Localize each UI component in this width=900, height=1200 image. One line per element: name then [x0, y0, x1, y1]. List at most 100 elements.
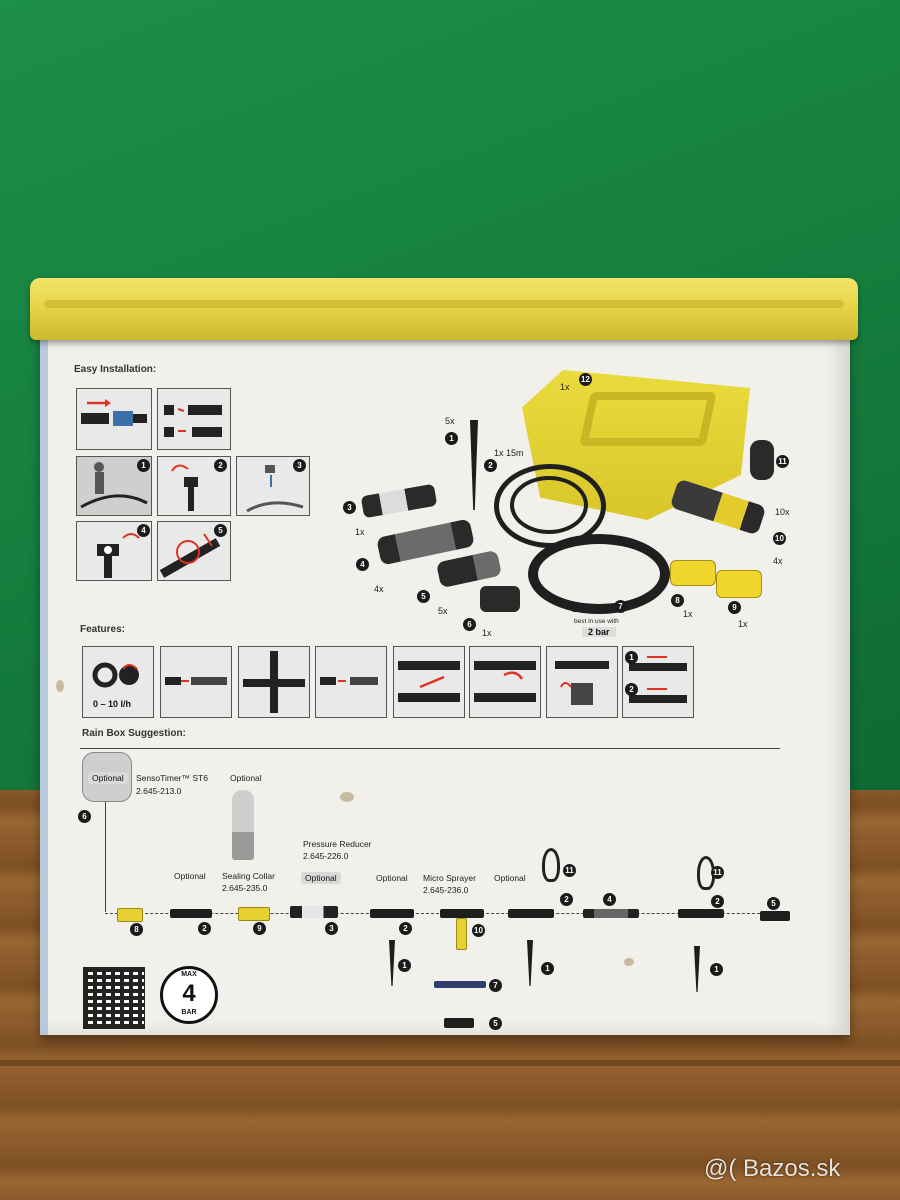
feature-connector-panel	[160, 646, 232, 718]
step-badge: 5	[214, 524, 227, 537]
feature-flow-rate-panel: 0 – 10 l/h	[82, 646, 154, 718]
diagram-badge-9: 9	[253, 922, 266, 935]
sealing-collar-label: Sealing Collar	[222, 871, 275, 881]
step-badge: 1	[137, 459, 150, 472]
diagram-spike-1c	[694, 946, 700, 992]
micro-sprayer-code: 2.645-236.0	[423, 885, 469, 895]
diagram-spike-1a	[389, 940, 395, 986]
sealing-collar-part	[670, 560, 716, 586]
easy-installation-heading: Easy Installation:	[74, 364, 157, 375]
drip-hose-coil-inner	[510, 476, 588, 534]
features-heading: Features:	[80, 624, 126, 635]
sprayer-insert-icon	[398, 661, 460, 702]
micro-sprayer-label: Micro Sprayer	[423, 873, 476, 883]
part-3-qty: 1x	[355, 527, 365, 537]
diagram-connector-2c	[508, 909, 554, 918]
lid-rim	[44, 300, 844, 308]
opt-label-3: Optional	[494, 873, 526, 883]
diagram-badge-4: 4	[603, 893, 616, 906]
qr-code[interactable]	[83, 967, 145, 1029]
diagram-sealing-collar-8	[117, 908, 143, 922]
tap-adapter-part	[480, 586, 520, 612]
diagram-tee-stem	[456, 918, 467, 950]
diagram-end-cap-5a	[444, 1018, 474, 1028]
optional-spike-device	[232, 790, 254, 860]
part-10-qty: 4x	[773, 556, 783, 566]
install-step-connect-panel	[76, 388, 152, 450]
diagram-badge-10: 10	[472, 924, 485, 937]
diagram-pressure-reducer-3	[290, 906, 338, 918]
part-8-qty: 1x	[683, 609, 693, 619]
hose-mount-icon	[555, 661, 609, 705]
senso-timer-name: SensoTimer™ ST6	[136, 773, 208, 783]
step-badge: 2	[214, 459, 227, 472]
diagram-badge-6: 6	[78, 810, 91, 823]
timer-optional-label: Optional	[88, 772, 128, 784]
part-7-badge: 7	[614, 600, 627, 613]
diagram-connector-2a	[170, 909, 212, 918]
step-badge: 4	[137, 524, 150, 537]
part-1-qty: 5x	[445, 416, 455, 426]
connector-join-icon	[165, 677, 227, 685]
part-3-badge: 3	[343, 501, 356, 514]
end-cap-icon	[320, 677, 378, 685]
part-11-badge: 11	[776, 455, 789, 468]
diagram-badge-2d: 2	[711, 895, 724, 908]
diagram-badge-3: 3	[325, 922, 338, 935]
diagram-badge-2a: 2	[198, 922, 211, 935]
diagram-badge-5b: 5	[767, 897, 780, 910]
reducer-optional-label: Optional	[301, 872, 341, 884]
stain	[340, 792, 354, 802]
part-2-badge: 2	[484, 459, 497, 472]
diagram-soaker-hose-7	[434, 981, 486, 988]
timer-hose-line	[105, 802, 106, 912]
max-pressure-value: 4	[182, 980, 196, 1007]
diagram-badge-7: 7	[489, 979, 502, 992]
step-badge: 2	[625, 683, 638, 696]
water-flow-icon	[246, 465, 304, 513]
install-step-3-panel: 3	[236, 456, 310, 516]
part-12-badge: 12	[579, 373, 592, 386]
diagram-badge-8: 8	[130, 923, 143, 936]
part-9-badge: 9	[728, 601, 741, 614]
diagram-badge-1b: 1	[541, 962, 554, 975]
connect-hose-icon	[81, 399, 147, 426]
diagram-tee-10	[440, 909, 484, 918]
diagram-sealing-collar-9	[238, 907, 270, 921]
diagram-connector-2d	[678, 909, 724, 918]
feature-endcap-panel	[315, 646, 387, 718]
diagram-sprayer-11a	[542, 848, 560, 882]
tap-connect-icon	[171, 464, 198, 511]
install-step-1-panel: 1	[76, 456, 152, 516]
part-4-badge: 4	[356, 558, 369, 571]
part-4-qty: 4x	[374, 584, 384, 594]
diagram-badge-11b: 11	[711, 866, 724, 879]
part-5-badge: 5	[417, 590, 430, 603]
box-side-edge	[40, 335, 48, 1035]
feature-release-panel: 1 2	[622, 646, 694, 718]
part-2-qty: 1x 15m	[494, 448, 524, 458]
sealing-collar-code: 2.645-235.0	[222, 883, 268, 893]
spike-optional-label: Optional	[230, 773, 262, 783]
hose-pressure-value: 2 bar	[582, 627, 616, 637]
flow-rate-label: 0 – 10 l/h	[93, 699, 132, 709]
diagram-badge-2b: 2	[399, 922, 412, 935]
install-step-2-panel: 2	[157, 456, 231, 516]
cut-hose-icon	[164, 405, 222, 437]
ground-spike	[470, 420, 478, 510]
diagram-badge-2c: 2	[560, 893, 573, 906]
diagram-badge-1c: 1	[710, 963, 723, 976]
soaker-hose-coil-10m	[528, 534, 670, 614]
feature-sprayer-panel-a	[393, 646, 465, 718]
adjust-flow-icon	[92, 662, 139, 688]
max-label: MAX	[181, 971, 197, 978]
bazos-watermark: @( Bazos.sk	[704, 1155, 841, 1182]
box-lid	[30, 278, 858, 340]
tray-handle	[579, 392, 717, 446]
install-step-cut-panel	[157, 388, 231, 450]
part-11-qty: 10x	[775, 507, 790, 517]
person-laying-hose-icon	[80, 462, 148, 509]
install-step-5-panel: 5	[157, 521, 231, 581]
diagram-connector-2b	[370, 909, 414, 918]
tee-join-icon	[243, 651, 305, 713]
